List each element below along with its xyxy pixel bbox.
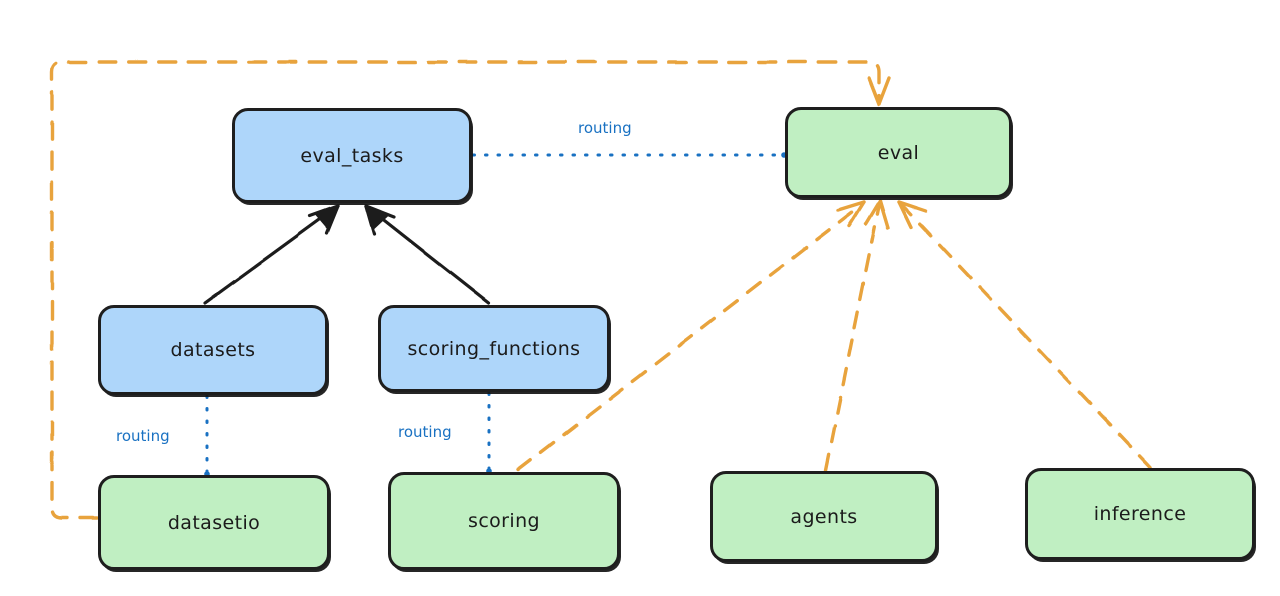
edge-scoring-functions-to-eval-tasks [364,204,491,305]
edge-eval-tasks-to-eval [471,152,787,158]
edge-scoring-functions-to-scoring [486,391,492,474]
node-label-scoring-functions: scoring_functions [407,337,581,360]
node-label-agents: agents [790,505,858,528]
node-inference[interactable]: inference [1025,468,1255,560]
node-label-datasetio: datasetio [167,511,261,534]
node-label-scoring: scoring [468,510,540,532]
node-label-inference: inference [1093,503,1187,525]
node-scoring[interactable]: scoring [388,472,620,570]
node-label-eval: eval [877,141,920,164]
node-eval-tasks[interactable]: eval_tasks [232,108,472,203]
edge-inference-to-eval [897,200,1152,469]
edge-label-routing-datasets-datasetio: routing [116,427,170,445]
node-scoring-functions[interactable]: scoring_functions [378,305,610,392]
edge-label-routing-eval-tasks-eval: routing [578,119,632,137]
edge-label-routing-scoring-functions-scoring: routing [398,423,452,441]
edge-datasets-to-datasetio [204,394,210,477]
node-label-datasets: datasets [170,339,256,361]
node-datasets[interactable]: datasets [98,305,328,395]
node-agents[interactable]: agents [710,471,938,562]
node-eval[interactable]: eval [785,107,1012,198]
edge-agents-to-eval [824,199,890,472]
node-datasetio[interactable]: datasetio [98,475,330,570]
edge-datasets-to-eval-tasks [203,204,340,305]
node-label-eval-tasks: eval_tasks [300,144,404,167]
